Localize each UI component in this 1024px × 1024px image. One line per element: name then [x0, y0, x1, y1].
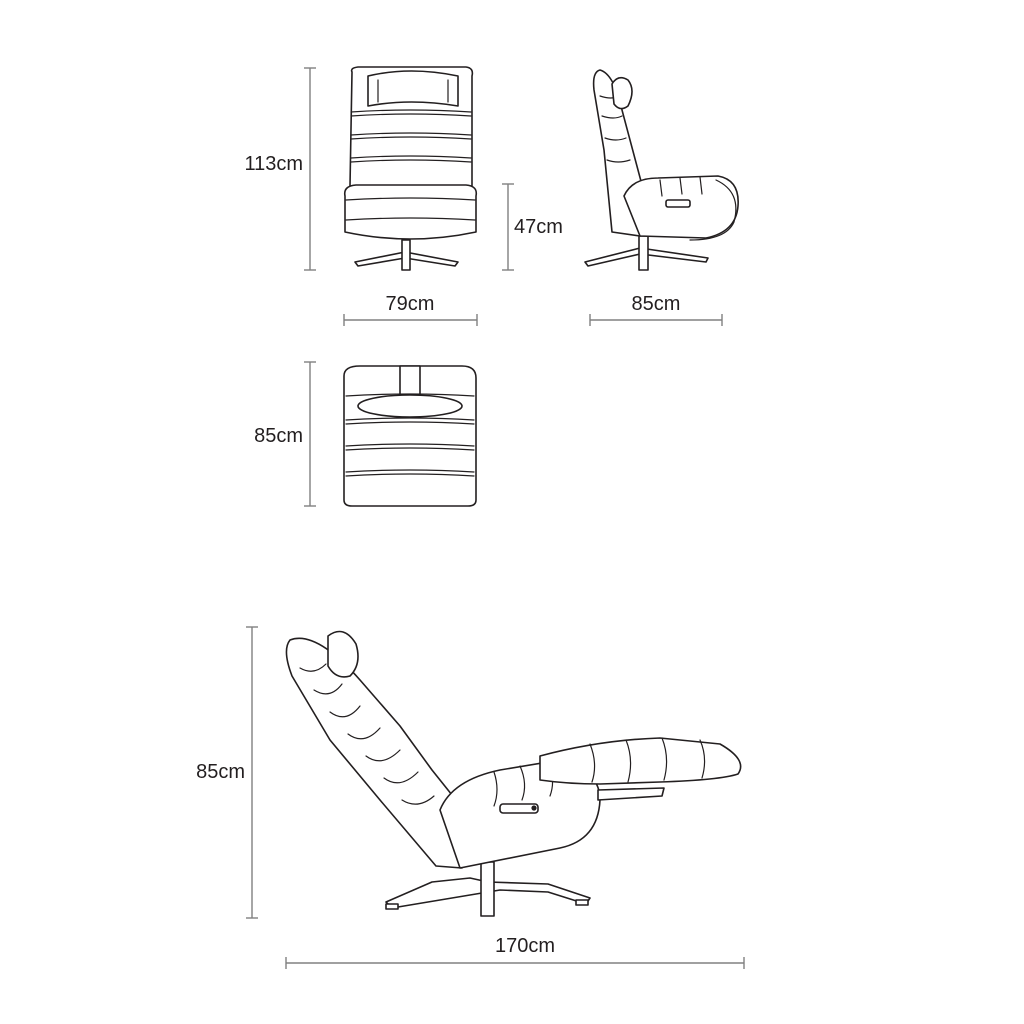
top-view: 85cm: [254, 361, 477, 507]
front-height-label: 113cm: [244, 153, 303, 175]
reclined-view: 85cm 170cm: [196, 626, 745, 969]
front-height-dimension: 113cm: [244, 67, 316, 271]
front-view: 113cm 47cm 79cm: [244, 66, 563, 326]
side-view: 85cm: [584, 69, 739, 326]
reclined-chair-illustration: [285, 630, 742, 917]
front-width-label: 79cm: [386, 293, 435, 315]
front-chair-illustration: [343, 66, 478, 271]
front-width-dimension: 79cm: [343, 293, 478, 326]
reclined-length-label: 170cm: [495, 935, 555, 957]
reclined-height-label: 85cm: [196, 761, 245, 783]
seat-height-label: 47cm: [514, 216, 563, 238]
top-depth-dimension: 85cm: [254, 361, 316, 507]
reclined-length-dimension: 170cm: [285, 935, 745, 969]
side-depth-label: 85cm: [632, 293, 681, 315]
top-depth-label: 85cm: [254, 425, 303, 447]
side-depth-dimension: 85cm: [589, 293, 723, 326]
reclined-height-dimension: 85cm: [196, 626, 258, 919]
side-chair-illustration: [584, 69, 739, 271]
top-chair-illustration: [343, 365, 477, 507]
seat-height-dimension: 47cm: [502, 183, 563, 271]
